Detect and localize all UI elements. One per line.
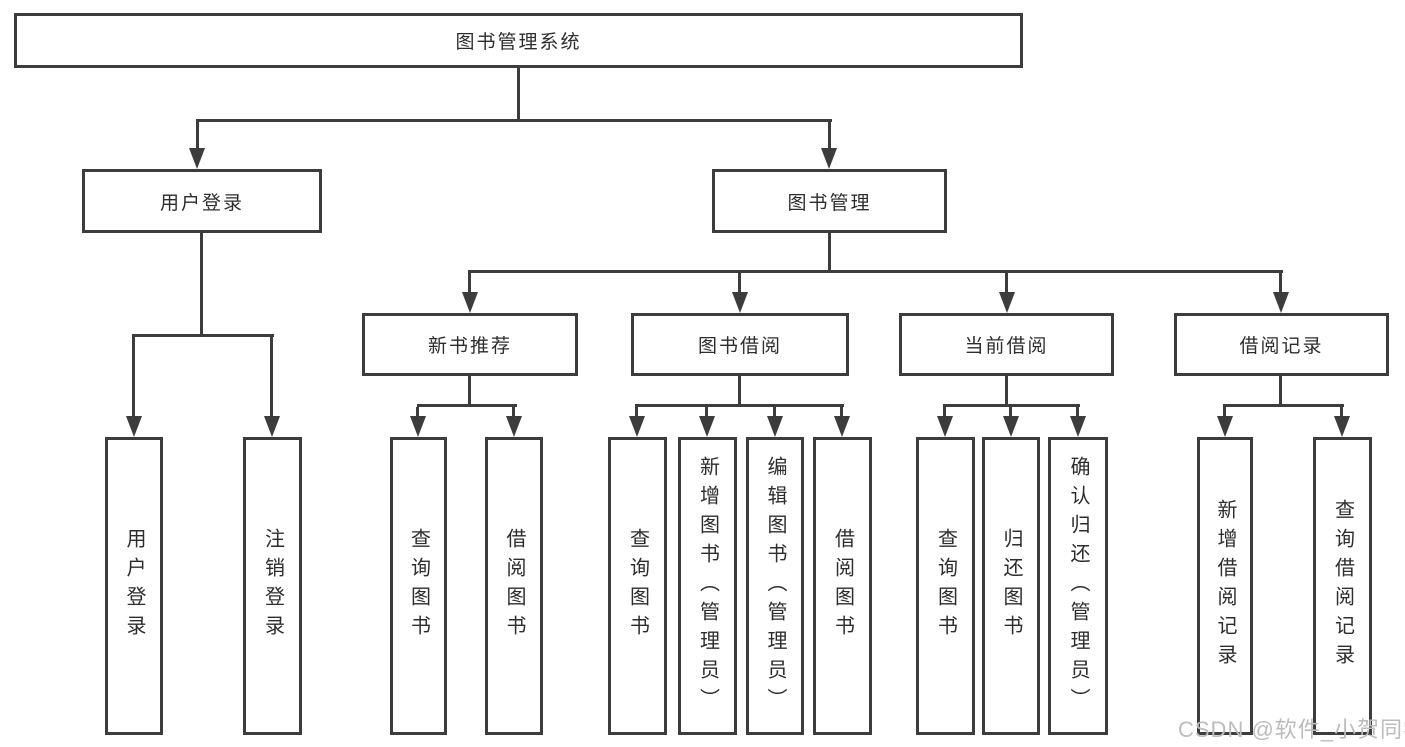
arrowhead <box>732 292 748 313</box>
leaf-user-login: 用户登录 <box>105 437 163 735</box>
node-label: 图书管理系统 <box>455 32 582 53</box>
node-label: 查询图书 <box>626 528 649 644</box>
connector-drop-cb-return <box>1009 407 1012 416</box>
node-label: 图书借阅 <box>697 336 782 357</box>
node-label: 用户登录 <box>123 528 145 644</box>
leaf-current-query-books: 查询图书 <box>916 437 975 735</box>
arrowhead <box>999 292 1015 313</box>
leaf-borrowing-edit-books-admin: 编辑图书（管理员） <box>746 437 804 735</box>
connector-root-rail <box>196 119 832 122</box>
leaf-borrowing-borrow-books: 借阅图书 <box>813 437 872 735</box>
connector-userlogin-trunk <box>200 233 203 337</box>
arrowhead <box>699 416 715 437</box>
node-label: 当前借阅 <box>964 336 1049 357</box>
connector-bookmgmt-rail <box>468 270 1283 273</box>
connector-drop-bb-add <box>705 407 708 416</box>
node-new-book-recommendation: 新书推荐 <box>362 313 578 376</box>
connector-drop-bb-borrow <box>840 407 843 416</box>
node-borrowing-records: 借阅记录 <box>1174 313 1389 376</box>
leaf-current-return-books: 归还图书 <box>982 437 1040 735</box>
node-current-borrowing: 当前借阅 <box>899 313 1114 376</box>
connector-bookmgmt-trunk <box>828 233 831 273</box>
arrowhead <box>937 416 953 437</box>
node-label: 新增图书（管理员） <box>696 455 719 717</box>
connector-drop-book-management <box>828 122 831 148</box>
node-label: 归还图书 <box>1000 528 1022 644</box>
arrowhead <box>1217 416 1233 437</box>
connector-drop-leaf-logout <box>270 337 273 416</box>
connector-drop-br-add <box>1223 407 1226 416</box>
arrowhead <box>767 416 783 437</box>
arrowhead <box>126 416 142 437</box>
leaf-newbooks-borrow-books: 借阅图书 <box>485 437 543 735</box>
connector-drop-leaf-user-login <box>132 337 135 416</box>
arrowhead <box>834 416 850 437</box>
connector-drop-cb-query <box>943 407 946 416</box>
connector-newbooks-rail <box>417 404 517 407</box>
arrowhead <box>1070 416 1086 437</box>
connector-drop-nb-borrow <box>512 407 515 416</box>
node-label: 编辑图书（管理员） <box>764 455 786 717</box>
arrowhead <box>506 416 522 437</box>
node-user-login: 用户登录 <box>82 169 322 233</box>
arrowhead <box>1334 416 1350 437</box>
connector-records-rail <box>1223 404 1344 407</box>
connector-drop-br-query <box>1340 407 1343 416</box>
node-label: 借阅记录 <box>1239 336 1324 357</box>
connector-drop-bb-query <box>635 407 638 416</box>
connector-currentborrow-rail <box>943 404 1080 407</box>
arrowhead <box>462 292 478 313</box>
leaf-records-add-record: 新增借阅记录 <box>1197 437 1253 735</box>
leaf-records-query-record: 查询借阅记录 <box>1313 437 1372 735</box>
connector-drop-new-books <box>468 273 471 292</box>
connector-bookborrow-rail <box>635 404 844 407</box>
node-label: 查询借阅记录 <box>1331 499 1354 673</box>
connector-records-trunk <box>1279 376 1282 407</box>
node-book-management: 图书管理 <box>712 169 947 233</box>
arrowhead <box>1003 416 1019 437</box>
arrowhead <box>1273 292 1289 313</box>
node-label: 新书推荐 <box>427 336 512 357</box>
connector-newbooks-trunk <box>468 376 471 407</box>
leaf-current-confirm-return-admin: 确认归还（管理员） <box>1048 437 1108 735</box>
node-label: 确认归还（管理员） <box>1067 455 1089 717</box>
connector-currentborrow-trunk <box>1005 376 1008 407</box>
arrowhead <box>264 416 280 437</box>
node-label: 查询图书 <box>934 528 957 644</box>
connector-drop-book-borrowing <box>738 273 741 292</box>
leaf-newbooks-query-books: 查询图书 <box>390 437 447 735</box>
node-book-borrowing: 图书借阅 <box>631 313 849 376</box>
arrowhead <box>821 148 837 169</box>
connector-drop-nb-query <box>416 407 419 416</box>
connector-bookborrow-trunk <box>738 376 741 407</box>
connector-drop-user-login <box>196 122 199 148</box>
connector-drop-current-borrowing <box>1005 273 1008 292</box>
connector-drop-bb-edit <box>773 407 776 416</box>
connector-drop-borrowing-records <box>1279 273 1282 292</box>
arrowhead <box>410 416 426 437</box>
node-label: 用户登录 <box>159 192 244 214</box>
node-library-management-system: 图书管理系统 <box>14 13 1023 68</box>
connector-drop-cb-confirm <box>1076 407 1079 416</box>
watermark-text: CSDN @软件_小贺同学 <box>1178 717 1405 742</box>
node-label: 借阅图书 <box>831 528 854 644</box>
node-label: 新增借阅记录 <box>1214 499 1236 673</box>
connector-userlogin-rail <box>132 334 274 337</box>
node-label: 查询图书 <box>407 528 430 644</box>
node-label: 注销登录 <box>261 528 284 644</box>
node-label: 借阅图书 <box>503 528 525 644</box>
connector-root-trunk <box>517 68 520 122</box>
arrowhead <box>629 416 645 437</box>
node-label: 图书管理 <box>787 192 872 214</box>
leaf-borrowing-add-books-admin: 新增图书（管理员） <box>678 437 737 735</box>
arrowhead <box>189 148 205 169</box>
leaf-borrowing-query-books: 查询图书 <box>608 437 667 735</box>
leaf-logout: 注销登录 <box>243 437 302 735</box>
